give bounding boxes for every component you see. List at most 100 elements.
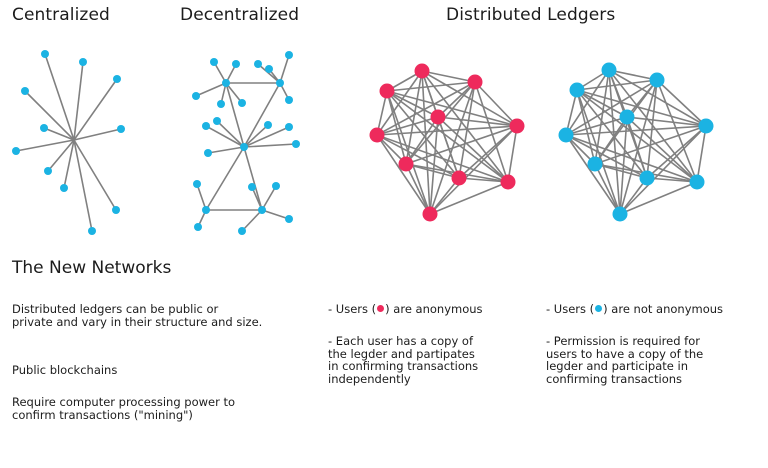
mesh-edge: [437, 116, 518, 127]
ledger-node: [619, 109, 635, 125]
public-distributed-network: [369, 63, 525, 222]
public-line-1: Require computer processing power to: [12, 395, 236, 409]
right-line-3: legder and participate in: [546, 359, 688, 374]
ledger-node: [649, 72, 665, 88]
mesh-edge: [656, 79, 698, 183]
edge: [73, 139, 117, 211]
ledger-node: [369, 127, 385, 143]
mesh-edge: [376, 116, 439, 136]
mesh-edge: [405, 116, 439, 165]
public-ledger-description: - Each user has a copy of the legder and…: [328, 335, 478, 385]
ledger-node: [500, 174, 516, 190]
mesh-edge: [565, 116, 628, 136]
users-prefix: - Users (: [546, 302, 595, 316]
mesh-edge: [656, 79, 707, 127]
mesh-edge: [576, 89, 628, 118]
mesh-edge: [594, 163, 621, 215]
middle-line-4: independently: [328, 371, 411, 386]
mesh-edge: [696, 125, 707, 183]
edge: [47, 139, 75, 172]
mesh-edge: [376, 90, 388, 136]
ledger-node: [698, 118, 714, 134]
mesh-edge: [376, 134, 509, 183]
private-distributed-network: [558, 62, 714, 222]
leaf-node: [40, 124, 48, 132]
leaf-node: [238, 227, 246, 235]
right-line-1: - Permission is required for: [546, 334, 700, 348]
mesh-edge: [376, 134, 431, 215]
mesh-edge: [376, 81, 476, 136]
spoke-edge: [243, 126, 290, 148]
leaf-node: [210, 58, 218, 66]
leaf-node: [192, 92, 200, 100]
leaf-node: [217, 100, 225, 108]
ledger-node: [689, 174, 705, 190]
leaf-node: [264, 121, 272, 129]
ledger-node: [612, 206, 628, 222]
leaf-node: [41, 50, 49, 58]
mesh-edge: [429, 177, 460, 215]
mesh-edge: [386, 81, 476, 92]
mesh-edge: [619, 181, 698, 215]
mesh-edge: [386, 90, 431, 215]
edge: [43, 127, 75, 141]
mesh-edge: [626, 116, 698, 183]
ledger-node: [451, 170, 467, 186]
mesh-edge: [576, 89, 707, 127]
edge: [73, 61, 84, 141]
leaf-node: [112, 206, 120, 214]
right-line-4: confirming transactions: [546, 371, 683, 386]
hub-edge: [205, 146, 245, 211]
hub-edge: [243, 146, 263, 211]
edge: [24, 90, 75, 141]
ledger-node: [569, 82, 585, 98]
mesh-edge: [565, 134, 698, 183]
ledger-node: [398, 156, 414, 172]
mesh-edge: [421, 70, 431, 215]
mesh-edge: [421, 70, 509, 183]
mesh-edge: [421, 70, 476, 83]
mesh-edge: [429, 181, 509, 215]
leaf-node: [272, 182, 280, 190]
not-anonymous-users-line: - Users () are not anonymous: [546, 303, 723, 316]
mesh-edge: [437, 81, 476, 118]
spoke-edge: [257, 63, 281, 84]
leaf-node: [60, 184, 68, 192]
ledger-node: [414, 63, 430, 79]
intro-line-1: Distributed ledgers can be public or: [12, 302, 219, 316]
leaf-node: [265, 65, 273, 73]
spoke-edge: [261, 185, 277, 211]
spoke-edge: [251, 186, 263, 211]
leaf-node: [21, 87, 29, 95]
leaf-node: [204, 149, 212, 157]
mesh-edge: [576, 79, 658, 91]
ledger-node: [587, 156, 603, 172]
mesh-edge: [626, 116, 648, 179]
intro-text: Distributed ledgers can be public or pri…: [12, 303, 262, 328]
edge: [73, 139, 93, 232]
leaf-node: [117, 125, 125, 133]
edge: [15, 139, 75, 152]
mesh-edge: [608, 69, 621, 215]
public-blockchains-title: Public blockchains: [12, 363, 118, 377]
ledger-node: [422, 206, 438, 222]
edge: [44, 53, 75, 141]
ledger-node: [379, 83, 395, 99]
mesh-edge: [594, 116, 628, 165]
edge: [73, 128, 122, 141]
leaf-node: [285, 51, 293, 59]
leaf-node: [292, 140, 300, 148]
mesh-edge: [437, 116, 509, 183]
edge: [73, 78, 118, 141]
leaf-node: [88, 227, 96, 235]
ledger-node: [467, 74, 483, 90]
mesh-edge: [405, 125, 518, 165]
spoke-edge: [243, 143, 297, 148]
mesh-edge: [386, 90, 509, 183]
leaf-node: [44, 167, 52, 175]
spoke-edge: [261, 209, 290, 220]
mesh-edge: [376, 125, 518, 136]
leaf-node: [194, 223, 202, 231]
hub-node: [258, 206, 266, 214]
leaf-node: [202, 122, 210, 130]
